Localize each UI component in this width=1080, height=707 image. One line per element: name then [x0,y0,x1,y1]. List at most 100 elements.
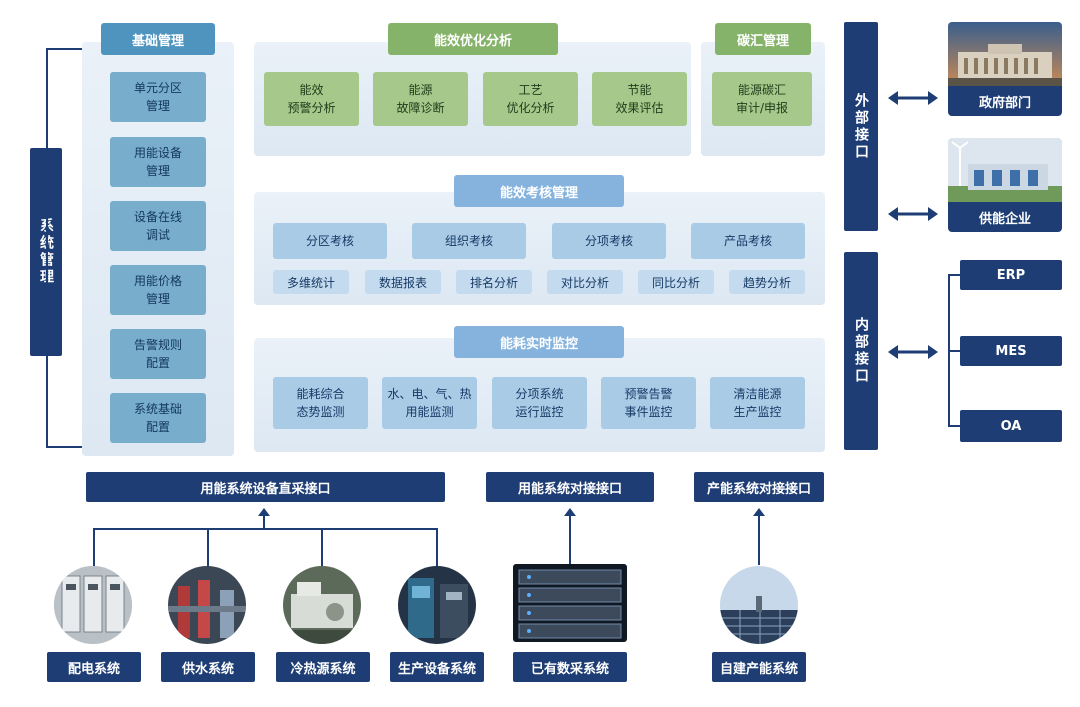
direct-collection-label: 用能系统设备直采接口 [200,481,331,497]
basic-item-label: 设备在线 调试 [133,210,182,242]
connector-line [758,515,760,565]
water-supply-photo [168,566,246,644]
switchgear-icon [54,566,132,644]
internal-bracket-h3 [948,425,962,427]
double-arrow-icon [888,91,938,105]
basic-item[interactable]: 设备在线 调试 [110,201,206,251]
source-system-label[interactable]: 生产设备系统 [390,652,484,682]
source-system-label[interactable]: 配电系统 [47,652,141,682]
basic-item[interactable]: 单元分区 管理 [110,72,206,122]
assessment-item-label: 分区考核 [305,234,354,248]
source-system-label-label: 冷热源系统 [290,661,356,677]
bracket-top-h [46,48,84,50]
external-interface-bar: 外部接口 [844,22,878,231]
source-system-label-label: 已有数采系统 [530,661,609,677]
mes-box[interactable]: MES [960,336,1062,366]
source-system-label-label: 供水系统 [181,661,234,677]
system-docking-interface[interactable]: 用能系统对接接口 [486,472,654,502]
connector-line [207,528,209,568]
analysis-item[interactable]: 数据报表 [365,270,441,294]
source-system-label[interactable]: 供水系统 [161,652,255,682]
source-system-label[interactable]: 自建产能系统 [712,652,806,682]
government-building-icon [948,22,1062,86]
carbon-audit-box[interactable]: 能源碳汇 审计/申报 [712,72,812,126]
direct-collection-interface[interactable]: 用能系统设备直采接口 [86,472,445,502]
analysis-item[interactable]: 同比分析 [638,270,714,294]
monitoring-item[interactable]: 清洁能源 生产监控 [710,377,805,429]
basic-item-label: 用能设备 管理 [133,146,182,178]
monitoring-item[interactable]: 预警告警 事件监控 [601,377,696,429]
basic-item-label: 告警规则 配置 [133,338,182,370]
analysis-item-label: 对比分析 [560,275,609,290]
production-equipment-photo [398,566,476,644]
assessment-item-label: 组织考核 [444,234,493,248]
basic-item[interactable]: 告警规则 配置 [110,329,206,379]
energy-plant-icon [948,138,1062,202]
machine-icon [398,566,476,644]
carbon-management-title: 碳汇管理 [715,23,811,55]
erp-box[interactable]: ERP [960,260,1062,290]
monitoring-item[interactable]: 能耗综合 态势监测 [273,377,368,429]
government-card[interactable]: 政府部门 [948,22,1062,116]
bracket-vertical [46,48,48,448]
assessment-item[interactable]: 组织考核 [412,223,526,259]
assessment-item[interactable]: 产品考核 [691,223,805,259]
power-distribution-photo [54,566,132,644]
realtime-monitoring-title: 能耗实时监控 [454,326,624,358]
hvac-photo [283,566,361,644]
basic-item[interactable]: 系统基础 配置 [110,393,206,443]
connector-line [263,515,265,529]
monitoring-item-label: 预警告警 事件监控 [624,387,673,419]
erp-label: ERP [996,267,1026,283]
source-system-label[interactable]: 冷热源系统 [276,652,370,682]
production-docking-interface[interactable]: 产能系统对接接口 [694,472,824,502]
internal-bracket-h1 [948,274,962,276]
internal-interface-bar: 内部接口 [844,252,878,450]
analysis-item[interactable]: 排名分析 [456,270,532,294]
basic-item-label: 系统基础 配置 [133,402,182,434]
arrow-up-icon [564,508,576,516]
analysis-item-label: 数据报表 [378,275,427,290]
energy-supplier-card[interactable]: 供能企业 [948,138,1062,232]
arrow-up-icon [753,508,765,516]
optimization-item[interactable]: 节能 效果评估 [592,72,687,126]
double-arrow-icon [888,207,938,221]
monitoring-item[interactable]: 水、电、气、热 用能监测 [382,377,477,429]
external-interface-label: 外部接口 [853,92,869,161]
analysis-item-label: 同比分析 [651,275,700,290]
basic-item[interactable]: 用能价格 管理 [110,265,206,315]
optimization-item[interactable]: 能效 预警分析 [264,72,359,126]
analysis-item[interactable]: 多维统计 [273,270,349,294]
energy-supplier-label: 供能企业 [948,202,1062,232]
monitoring-item[interactable]: 分项系统 运行监控 [492,377,587,429]
efficiency-assessment-title: 能效考核管理 [454,175,624,207]
optimization-item[interactable]: 工艺 优化分析 [483,72,578,126]
solar-panel-icon [720,566,798,644]
assessment-item[interactable]: 分项考核 [552,223,666,259]
basic-item-label: 用能价格 管理 [133,274,182,306]
carbon-audit-label: 能源碳汇 审计/申报 [735,83,789,115]
server-rack-icon [513,564,627,642]
basic-item-label: 单元分区 管理 [133,81,182,113]
analysis-item[interactable]: 趋势分析 [729,270,805,294]
basic-item[interactable]: 用能设备 管理 [110,137,206,187]
source-system-label-label: 生产设备系统 [397,661,476,677]
monitoring-item-label: 能耗综合 态势监测 [296,387,345,419]
source-system-label[interactable]: 已有数采系统 [513,652,627,682]
optimization-item-label: 能效 预警分析 [287,83,336,115]
source-system-label-label: 自建产能系统 [719,661,798,677]
basic-management-title: 基础管理 [101,23,215,55]
assessment-item[interactable]: 分区考核 [273,223,387,259]
optimization-item-label: 节能 效果评估 [615,83,664,115]
pump-icon [168,566,246,644]
oa-box[interactable]: OA [960,410,1062,442]
connector-line [569,515,571,565]
analysis-item-label: 趋势分析 [742,275,791,290]
internal-interface-label: 内部接口 [853,317,869,385]
monitoring-item-label: 清洁能源 生产监控 [733,387,782,419]
chiller-icon [283,566,361,644]
optimization-item[interactable]: 能源 故障诊断 [373,72,468,126]
analysis-item[interactable]: 对比分析 [547,270,623,294]
connector-line [93,528,438,530]
government-label: 政府部门 [948,86,1062,116]
